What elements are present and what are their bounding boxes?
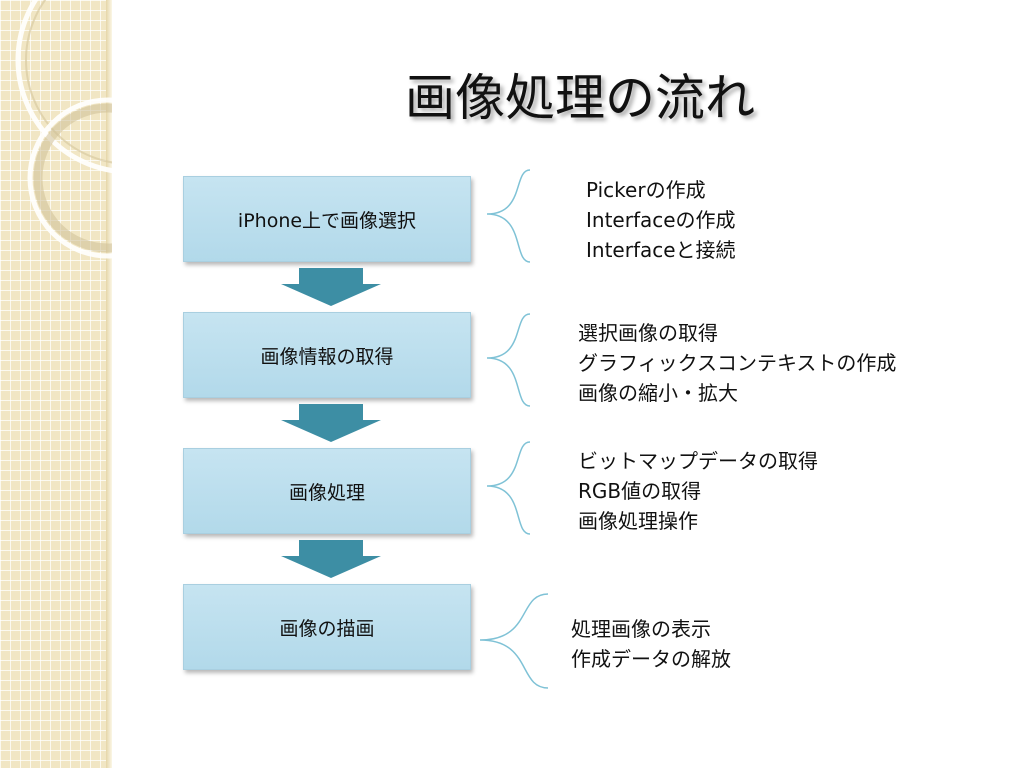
step-label: 画像情報の取得 <box>260 345 394 368</box>
note-item: Interfaceと接続 <box>586 238 736 262</box>
note-item: 選択画像の取得 <box>578 321 718 345</box>
brace-step-4 <box>479 593 549 689</box>
brace-step-1 <box>486 169 531 263</box>
notes-step-2: 選択画像の取得 グラフィックスコンテキストの作成 画像の縮小・拡大 <box>578 318 896 408</box>
note-item: グラフィックスコンテキストの作成 <box>578 351 897 375</box>
slide-title: 画像処理の流れ <box>405 69 755 127</box>
notes-step-3: ビットマップデータの取得 RGB値の取得 画像処理操作 <box>578 446 818 536</box>
decorative-circles <box>15 0 112 259</box>
step-label: 画像処理 <box>288 481 365 504</box>
step-box-image-processing: 画像処理 <box>183 448 471 534</box>
down-arrow-1 <box>281 268 381 306</box>
side-panel-edge <box>106 0 112 768</box>
note-item: RGB値の取得 <box>578 479 702 503</box>
note-item: Pickerの作成 <box>586 178 706 202</box>
note-item: ビットマップデータの取得 <box>578 449 818 473</box>
down-arrow-2 <box>281 404 381 442</box>
note-item: 処理画像の表示 <box>571 617 711 641</box>
decorative-side-panel <box>0 0 112 768</box>
brace-step-3 <box>486 441 531 535</box>
note-item: 画像処理操作 <box>578 509 698 533</box>
step-box-select-image: iPhone上で画像選択 <box>183 176 471 262</box>
step-box-get-image-info: 画像情報の取得 <box>183 312 471 398</box>
note-item: 画像の縮小・拡大 <box>578 381 738 405</box>
notes-step-4: 処理画像の表示 作成データの解放 <box>571 614 731 674</box>
note-item: 作成データの解放 <box>571 647 731 671</box>
down-arrow-3 <box>281 540 381 578</box>
note-item: Interfaceの作成 <box>586 208 736 232</box>
brace-step-2 <box>486 313 531 407</box>
notes-step-1: Pickerの作成 Interfaceの作成 Interfaceと接続 <box>586 175 736 265</box>
step-box-draw-image: 画像の描画 <box>183 584 471 670</box>
step-label: 画像の描画 <box>279 617 375 640</box>
step-label: iPhone上で画像選択 <box>237 209 417 232</box>
